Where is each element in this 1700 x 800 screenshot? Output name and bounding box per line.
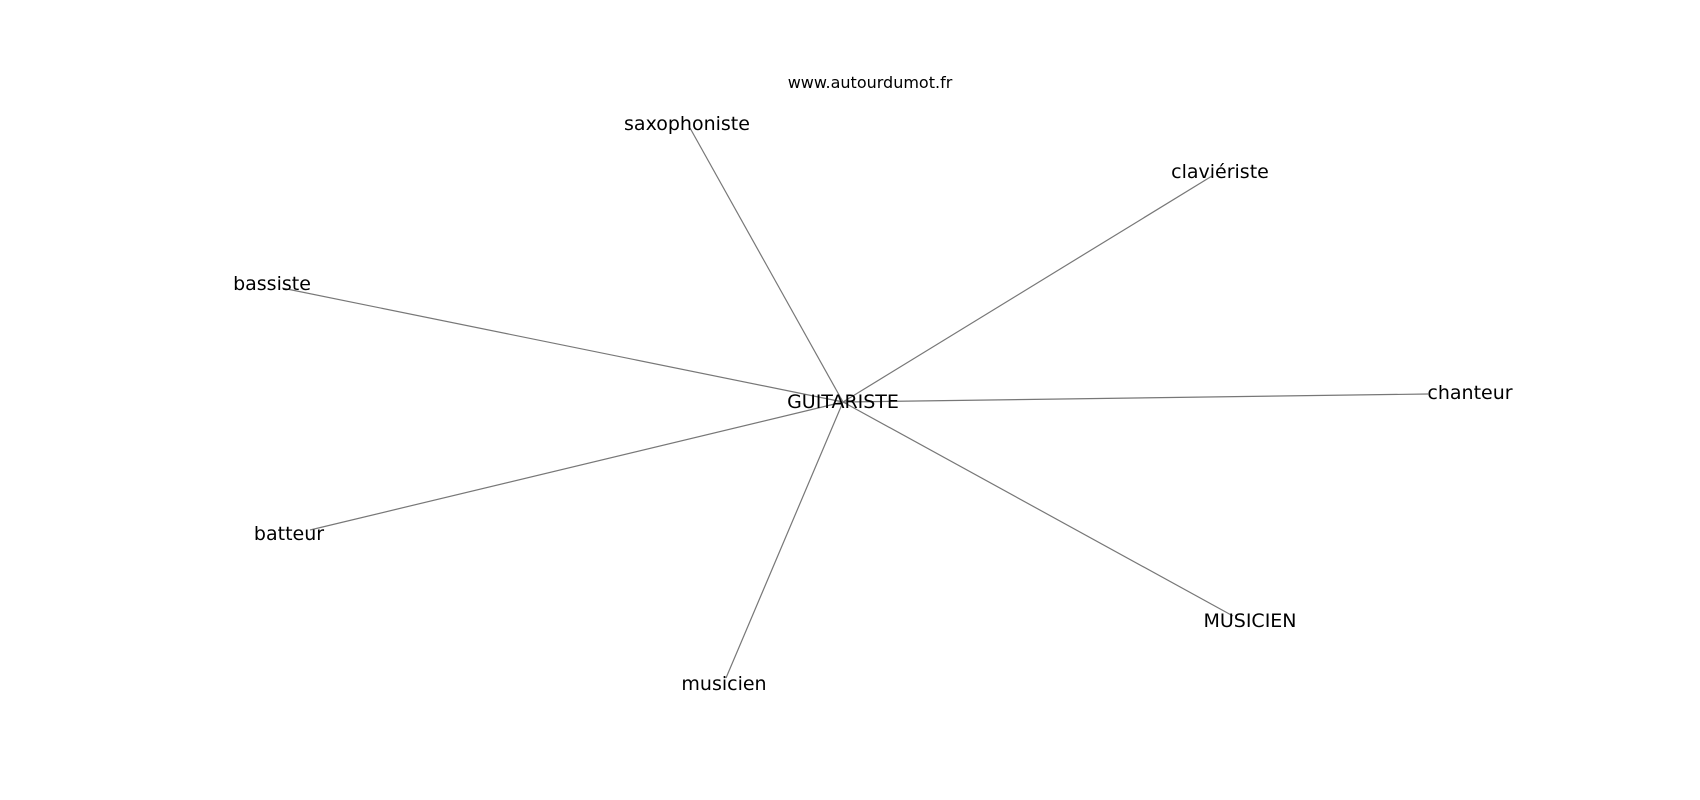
edge-guitariste-batteur [309,401,844,531]
edge-guitariste-clavieriste [842,175,1213,403]
edge-guitariste-chanteur [842,393,1429,403]
watermark-text: www.autourdumot.fr [788,73,953,92]
edges-layer [281,127,1429,679]
node-label-clavieriste[interactable]: claviériste [1171,161,1269,183]
node-label-chanteur[interactable]: chanteur [1427,382,1512,404]
labels-layer: GUITARISTE saxophoniste claviériste bassist… [233,113,1513,695]
node-label-saxophoniste[interactable]: saxophoniste [624,113,750,135]
edge-guitariste-musicien-upper [842,401,1234,617]
node-label-guitariste[interactable]: GUITARISTE [787,391,899,413]
edge-guitariste-bassiste [281,287,844,403]
node-label-musicien-upper[interactable]: MUSICIEN [1203,610,1296,632]
node-label-bassiste[interactable]: bassiste [233,273,311,295]
edge-guitariste-saxophoniste [689,127,844,403]
edge-guitariste-musicien [725,401,844,679]
node-label-batteur[interactable]: batteur [254,523,324,545]
node-label-musicien[interactable]: musicien [681,673,766,695]
